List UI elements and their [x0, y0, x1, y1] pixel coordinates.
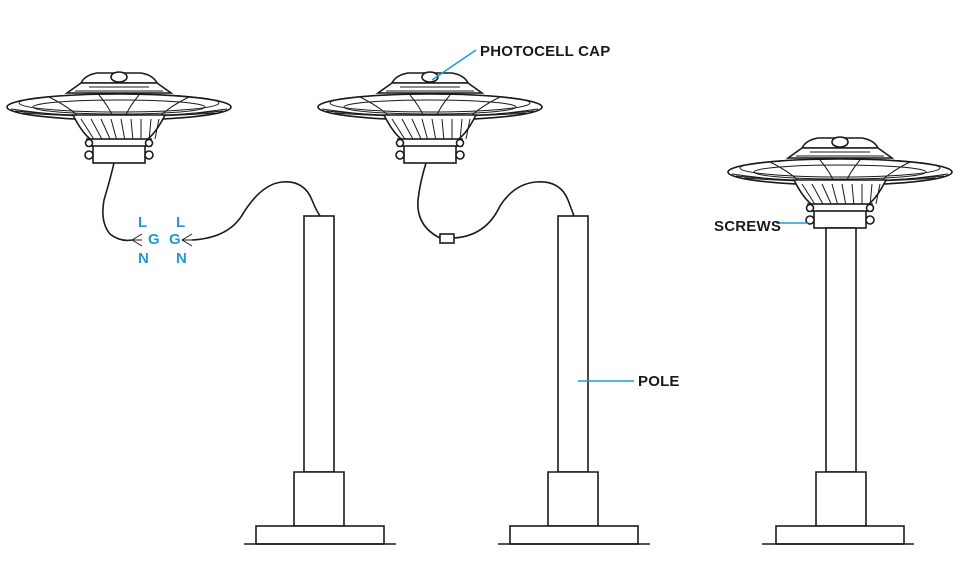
- wire-connector: [439, 233, 455, 244]
- pole-cable-step-1: [191, 181, 321, 241]
- pole-step-3: [762, 227, 914, 545]
- fixture-wire-ends: [131, 233, 143, 247]
- pole-label: POLE: [638, 373, 680, 390]
- wire-code-n-right: N: [176, 250, 187, 267]
- photocell-leader-line: [431, 49, 477, 81]
- wire-code-l-right: L: [176, 214, 185, 231]
- pole-wire-ends: [181, 233, 193, 247]
- fixture-step-2: [317, 71, 543, 164]
- pole-step-1: [244, 215, 396, 545]
- fixture-cable-step-2: [417, 162, 441, 239]
- wire-code-l-left: L: [138, 214, 147, 231]
- fixture-step-3: [727, 136, 953, 229]
- wire-codes-left: L G N: [138, 214, 160, 267]
- photocell-cap-label: PHOTOCELL CAP: [480, 43, 610, 60]
- pole-step-2: [498, 215, 650, 545]
- wire-code-n-left: N: [138, 250, 149, 267]
- screws-label: SCREWS: [714, 218, 781, 235]
- wire-codes-right: L G N: [169, 214, 187, 267]
- fixture-step-1: [6, 71, 232, 164]
- wire-code-g-right: G: [169, 231, 181, 248]
- fixture-cable-step-1: [102, 162, 133, 242]
- wire-code-g-left: G: [148, 231, 160, 248]
- pole-cable-step-2: [453, 181, 575, 239]
